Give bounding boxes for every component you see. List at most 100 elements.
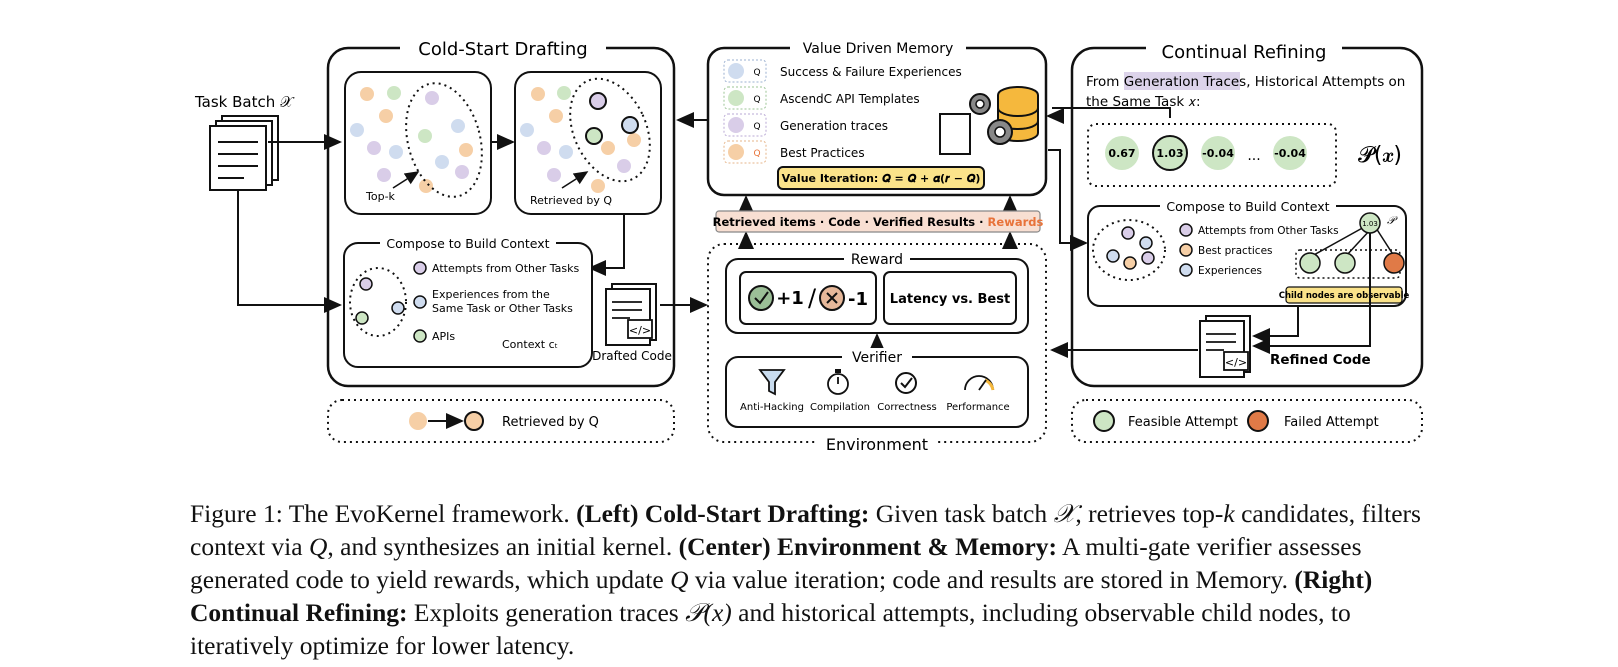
transfer-strip xyxy=(715,210,1041,233)
score-node-2: 1.03 xyxy=(1152,135,1188,171)
caption-sym-q: Q xyxy=(308,532,328,561)
memory-item-2: Q AscendC API Templates xyxy=(723,86,920,110)
child-note: Child nodes are observable xyxy=(1279,291,1410,301)
topk-label: Top-k xyxy=(365,190,396,203)
svg-text:Q: Q xyxy=(753,149,760,159)
score-node-4: -0.04 xyxy=(1273,136,1307,170)
left-legend-experiences-line2: Same Task or Other Tasks xyxy=(432,302,573,315)
timer-icon xyxy=(827,369,849,395)
caption-right-text-a: Exploits generation traces xyxy=(413,598,686,627)
task-batch-document-icon xyxy=(209,115,279,191)
check-icon xyxy=(748,285,774,311)
memory-item-1: Q Success & Failure Experiences xyxy=(723,59,962,83)
svg-text:</>: </> xyxy=(629,324,651,337)
funnel-icon xyxy=(758,369,786,396)
left-legend-attempts: Attempts from Other Tasks xyxy=(432,262,580,275)
svg-text:Generation traces: Generation traces xyxy=(780,119,888,133)
caption-sym-p: 𝒫(x) xyxy=(685,598,732,627)
figure-caption: Figure 1: The EvoKernel framework. (Left… xyxy=(190,497,1460,662)
left-legend-experiences-line1: Experiences from the xyxy=(432,288,550,301)
svg-text:Q: Q xyxy=(753,95,760,105)
svg-text:-0.04: -0.04 xyxy=(1274,147,1306,160)
left-footer-legend xyxy=(327,399,675,443)
svg-text:1.03: 1.03 xyxy=(1156,147,1183,160)
left-legend-apis: APIs xyxy=(432,330,455,343)
right-footer-legend xyxy=(1071,399,1423,443)
refined-code-icon: </> xyxy=(1199,315,1251,378)
caption-left-text-b: , retrieves top- xyxy=(1075,499,1224,528)
memory-title: Value Driven Memory xyxy=(803,41,953,57)
right-legend-best: Best practices xyxy=(1198,245,1273,257)
legend-failed: Failed Attempt xyxy=(1284,415,1379,430)
svg-text:</>: </> xyxy=(1225,356,1247,369)
caption-center-sym-q: Q xyxy=(670,565,689,594)
attempt-tree: 1.03 𝒫 xyxy=(1295,212,1405,279)
correctness-check-icon xyxy=(895,372,917,394)
caption-left-heading: (Left) Cold-Start Drafting: xyxy=(576,499,870,528)
svg-text:1.03: 1.03 xyxy=(1362,220,1378,228)
verifier-performance: Performance xyxy=(946,402,1009,413)
refining-title: Continual Refining xyxy=(1162,42,1327,63)
left-footer-label: Retrieved by Q xyxy=(502,415,599,430)
caption-sym-x: 𝒳 xyxy=(1053,499,1076,528)
score-node-3: -0.04 xyxy=(1201,136,1235,170)
scores-box xyxy=(1087,123,1337,187)
score-node-1: 0.67 xyxy=(1105,136,1139,170)
verifier-title: Verifier xyxy=(852,350,902,366)
caption-sym-k: k xyxy=(1223,499,1235,528)
verifier-compilation: Compilation xyxy=(810,402,870,413)
svg-text:Q: Q xyxy=(753,68,760,78)
caption-right-text-b: and historical attempts, including obser… xyxy=(190,598,1351,660)
cold-start-title: Cold-Start Drafting xyxy=(418,39,587,60)
svg-text:Q: Q xyxy=(753,122,760,132)
reward-minus: -1 xyxy=(848,289,868,310)
legend-feasible: Feasible Attempt xyxy=(1128,415,1238,430)
child-note-box xyxy=(1285,286,1403,304)
reward-title: Reward xyxy=(851,252,903,268)
generation-traces-highlight xyxy=(1124,72,1240,90)
svg-text:Best Practices: Best Practices xyxy=(780,146,865,160)
value-iteration-label: Value Iteration: 𝑸 = 𝑸 + 𝜶(𝒓 − 𝑸) xyxy=(782,172,981,185)
svg-text:Success & Failure Experiences: Success & Failure Experiences xyxy=(780,65,962,79)
database-gears-icon xyxy=(939,86,1039,155)
caption-left-text-c: candidates, filters context via xyxy=(190,499,1421,561)
environment-title: Environment xyxy=(826,435,928,454)
verifier-anti-hacking: Anti-Hacking xyxy=(740,402,804,413)
caption-center-heading: (Center) Environment & Memory: xyxy=(678,532,1058,561)
latency-label: Latency vs. Best xyxy=(890,292,1010,307)
value-iteration-box xyxy=(777,166,985,190)
px-label: 𝓟(𝒙) xyxy=(1358,143,1402,168)
retrieved-label: Retrieved by Q xyxy=(530,194,612,207)
caption-right-heading: (Right) Continual Refining: xyxy=(190,565,1373,627)
refining-desc-line2: the Same Task 𝑥: xyxy=(1086,94,1201,110)
svg-text:-0.04: -0.04 xyxy=(1202,147,1234,160)
right-legend-attempts: Attempts from Other Tasks xyxy=(1198,225,1339,237)
retrieved-dots xyxy=(520,86,641,193)
framework-figure: Task Batch 𝒳 Cold-Start Drafting Top-k xyxy=(194,38,1424,454)
speedometer-icon xyxy=(964,375,995,391)
reward-slash: / xyxy=(808,284,817,312)
topk-dots xyxy=(350,86,473,193)
svg-text:0.67: 0.67 xyxy=(1108,147,1135,160)
svg-text:AscendC API Templates: AscendC API Templates xyxy=(780,92,920,106)
transfer-text: Retrieved items · Code · Verified Result… xyxy=(713,215,1044,229)
drafted-code-label: Drafted Code xyxy=(592,349,672,363)
memory-item-4: Q Best Practices xyxy=(723,140,865,164)
reward-plus: +1 xyxy=(776,288,804,309)
caption-left-text-a: Given task batch xyxy=(875,499,1054,528)
right-legend-experiences: Experiences xyxy=(1198,265,1262,277)
refining-desc-line1: From Generation Traces, Historical Attem… xyxy=(1086,74,1405,90)
caption-center-text-b: via value iteration; code and results ar… xyxy=(688,565,1289,594)
drafted-code-icon: </> xyxy=(605,283,657,346)
refined-code-label: Refined Code xyxy=(1270,352,1371,368)
task-batch-label: Task Batch 𝒳 xyxy=(194,93,295,111)
caption-left-text-d: , and synthesizes an initial kernel. xyxy=(327,532,673,561)
right-compose-title: Compose to Build Context xyxy=(1166,199,1329,214)
verifier-correctness: Correctness xyxy=(877,402,936,413)
context-label: Context cₜ xyxy=(502,338,558,351)
left-compose-title: Compose to Build Context xyxy=(386,236,549,251)
caption-center-text-a: A multi-gate verifier assesses generated… xyxy=(190,532,1362,594)
memory-item-3: Q Generation traces xyxy=(723,113,888,137)
score-ellipsis: ... xyxy=(1247,148,1260,164)
tree-p-symbol: 𝒫 xyxy=(1387,214,1398,227)
